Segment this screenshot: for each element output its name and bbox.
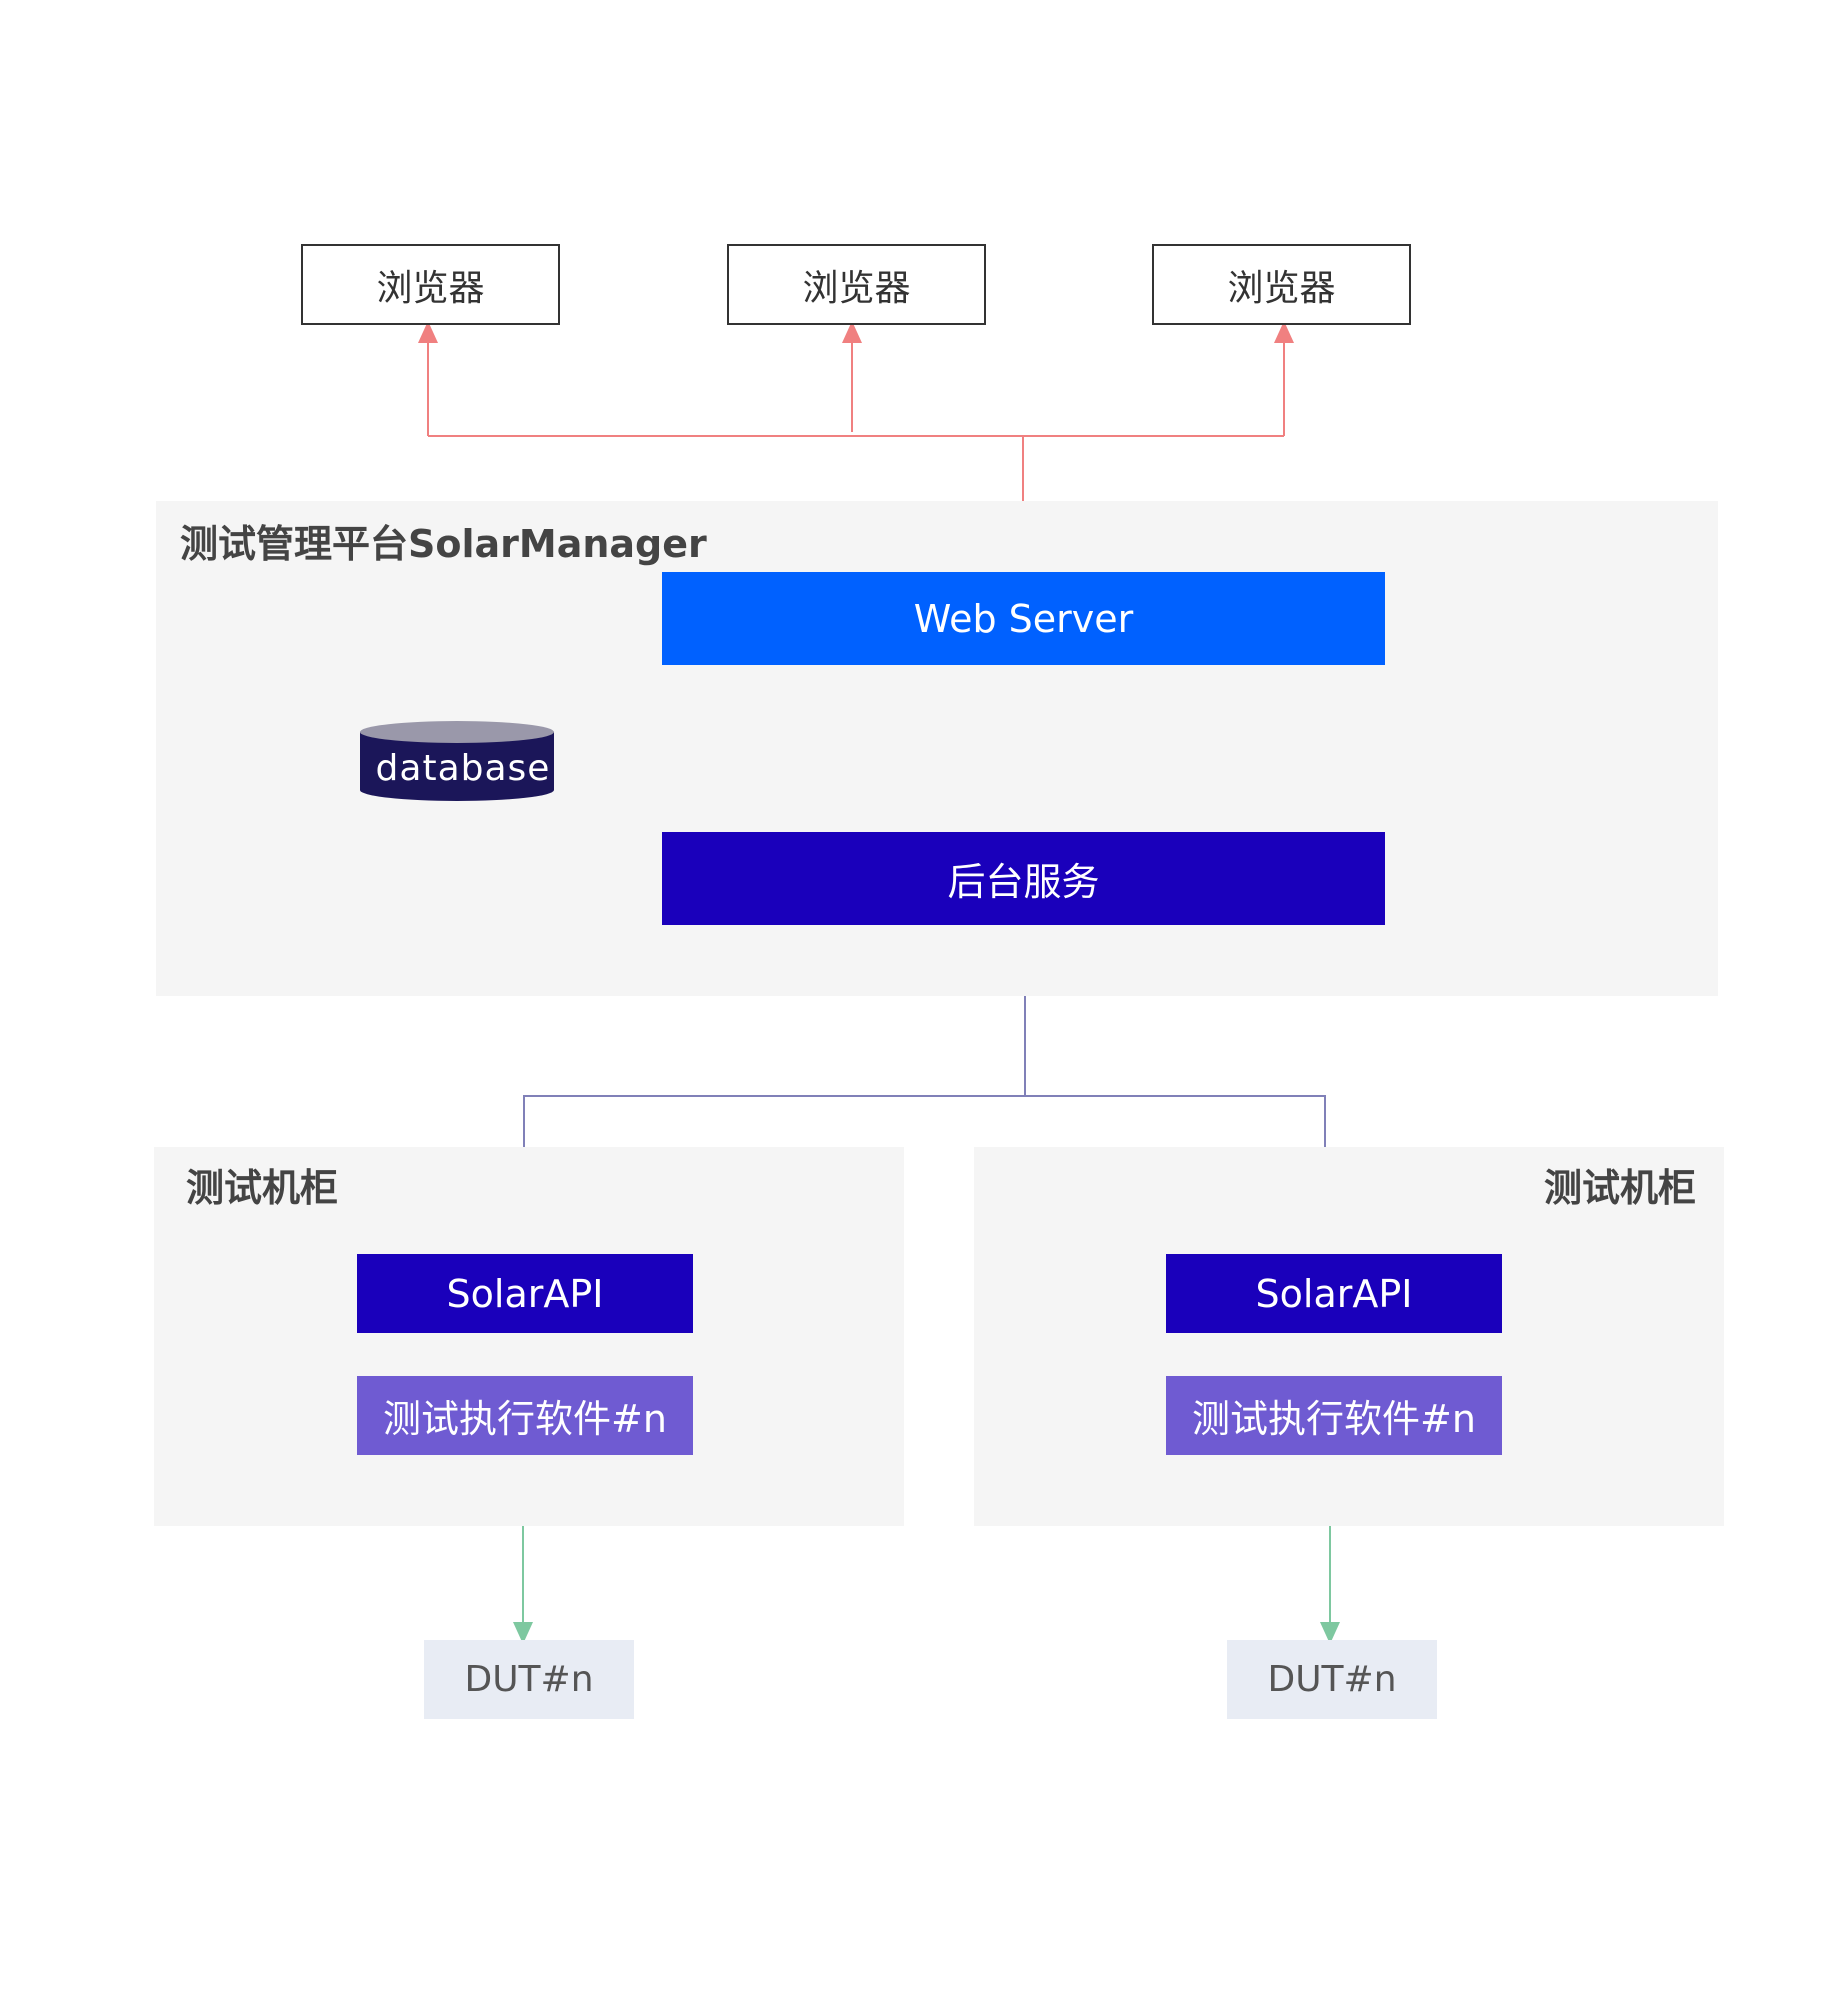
platform-title: 测试管理平台SolarManager	[180, 522, 707, 566]
test-exec-node-1: 测试执行软件#n	[357, 1376, 693, 1455]
cabinet-title: 测试机柜	[1543, 1166, 1696, 1210]
database-label: database	[376, 748, 551, 789]
solar-api-node-1: SolarAPI	[357, 1254, 693, 1333]
solar-api-label: SolarAPI	[1255, 1271, 1413, 1316]
cabinet-panel-2: 测试机柜	[974, 1147, 1724, 1526]
solar-api-label: SolarAPI	[446, 1271, 604, 1316]
backend-service-node: 后台服务	[662, 832, 1385, 925]
web-server-node: Web Server	[662, 572, 1385, 665]
test-exec-label: 测试执行软件#n	[383, 1397, 667, 1441]
test-exec-node-2: 测试执行软件#n	[1166, 1376, 1502, 1455]
browser-node-1: 浏览器	[301, 244, 560, 325]
dut-node-2: DUT#n	[1227, 1640, 1437, 1719]
cabinet-panel-1: 测试机柜	[154, 1147, 904, 1526]
dut-label: DUT#n	[464, 1659, 594, 1700]
cabinet-title: 测试机柜	[186, 1166, 339, 1210]
dut-node-1: DUT#n	[424, 1640, 634, 1719]
web-server-label: Web Server	[913, 596, 1134, 641]
browser-label: 浏览器	[376, 267, 485, 309]
database-cylinder-icon: database	[360, 721, 554, 801]
browser-label: 浏览器	[802, 267, 911, 309]
test-exec-label: 测试执行软件#n	[1192, 1397, 1476, 1441]
dut-label: DUT#n	[1267, 1659, 1397, 1700]
database-node: database	[358, 720, 556, 804]
backend-service-label: 后台服务	[947, 860, 1100, 904]
solar-api-node-2: SolarAPI	[1166, 1254, 1502, 1333]
browser-node-3: 浏览器	[1152, 244, 1411, 325]
browser-label: 浏览器	[1227, 267, 1336, 309]
browser-node-2: 浏览器	[727, 244, 986, 325]
